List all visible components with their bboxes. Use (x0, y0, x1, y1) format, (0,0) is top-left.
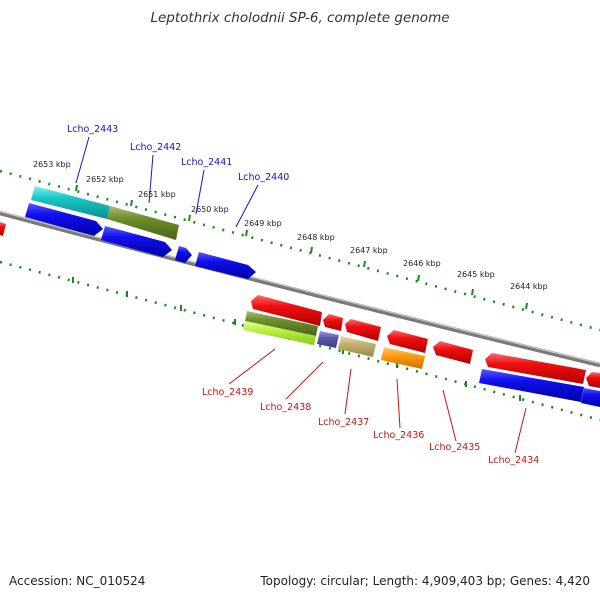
genome-backbone-highlight (0, 210, 600, 365)
reverse-cds-track (251, 295, 600, 388)
outer-major-ticks (75, 184, 528, 310)
tick-label-2650: 2650 kbp (191, 205, 229, 214)
genome-summary-text: Topology: circular; Length: 4,909,403 bp… (260, 574, 590, 588)
tick-label-2648: 2648 kbp (297, 233, 335, 242)
tick-label-2652: 2652 kbp (86, 175, 124, 184)
gene-label-lcho-2436[interactable]: Lcho_2436 (373, 430, 424, 441)
gene-lcho-2435-cds (433, 341, 473, 364)
outer-ruler-ring (0, 169, 600, 332)
gene-lcho-2438-cds (323, 314, 343, 331)
forward-cds-track (0, 203, 256, 279)
gene-lcho-2441-cds (175, 246, 192, 263)
gene-lcho-2443-cds (25, 203, 103, 236)
scale-tick-labels: 2653 kbp 2652 kbp 2651 kbp 2650 kbp 2649… (33, 160, 548, 291)
gene-label-lcho-2439[interactable]: Lcho_2439 (202, 387, 253, 398)
gene-label-lcho-2435[interactable]: Lcho_2435 (429, 442, 480, 453)
tick-label-2653: 2653 kbp (33, 160, 71, 169)
gene-label-lcho-2437[interactable]: Lcho_2437 (318, 417, 369, 428)
accession-text: Accession: NC_010524 (9, 574, 146, 588)
gene-lcho-2442-cds (101, 226, 172, 257)
gene-label-lcho-2440[interactable]: Lcho_2440 (238, 172, 289, 183)
tick-label-2651: 2651 kbp (138, 190, 176, 199)
partial-right-blue-cog (581, 388, 600, 407)
gene-label-lcho-2443[interactable]: Lcho_2443 (67, 124, 118, 135)
reverse-label-leaders (228, 348, 527, 454)
partial-right-red-cds (586, 372, 600, 388)
gene-lcho-2442-cog (107, 206, 179, 240)
forward-label-leaders (75, 136, 259, 228)
gene-lcho-2436-cog (381, 347, 425, 369)
gene-lcho-2439-cog-top (245, 311, 318, 336)
gene-label-lcho-2442[interactable]: Lcho_2442 (130, 142, 181, 153)
tick-label-2649: 2649 kbp (244, 219, 282, 228)
tick-label-2646: 2646 kbp (403, 259, 441, 268)
reverse-gene-labels: Lcho_2439 Lcho_2438 Lcho_2437 Lcho_2436 … (202, 387, 539, 466)
tick-label-2644: 2644 kbp (510, 282, 548, 291)
forward-gene-labels: Lcho_2443 Lcho_2442 Lcho_2441 Lcho_2440 (67, 124, 289, 183)
gene-lcho-2440-cds (195, 252, 256, 279)
gene-label-lcho-2438[interactable]: Lcho_2438 (260, 402, 311, 413)
gene-lcho-2437-cog (338, 336, 376, 357)
gene-label-lcho-2441[interactable]: Lcho_2441 (181, 157, 232, 168)
genome-backbone (0, 210, 600, 368)
forward-cog-track (31, 186, 179, 240)
gene-lcho-2434-cds (485, 353, 586, 384)
reverse-cog-track (243, 311, 600, 407)
gene-lcho-2439-cds (251, 295, 322, 326)
gene-lcho-2443-cog (31, 186, 110, 219)
gene-lcho-2436-cds (387, 330, 428, 353)
tick-label-2645: 2645 kbp (457, 270, 495, 279)
gene-label-lcho-2434[interactable]: Lcho_2434 (488, 455, 539, 466)
gene-lcho-2438-cog (317, 331, 339, 348)
tick-label-2647: 2647 kbp (350, 246, 388, 255)
gene-lcho-2439-cog-bottom (243, 321, 316, 345)
gene-lcho-2434-cog (479, 369, 584, 402)
gene-lcho-2437-cds (345, 319, 381, 341)
map-title: Leptothrix cholodnii SP-6, complete geno… (150, 10, 449, 26)
partial-left-red-cds (0, 222, 6, 236)
